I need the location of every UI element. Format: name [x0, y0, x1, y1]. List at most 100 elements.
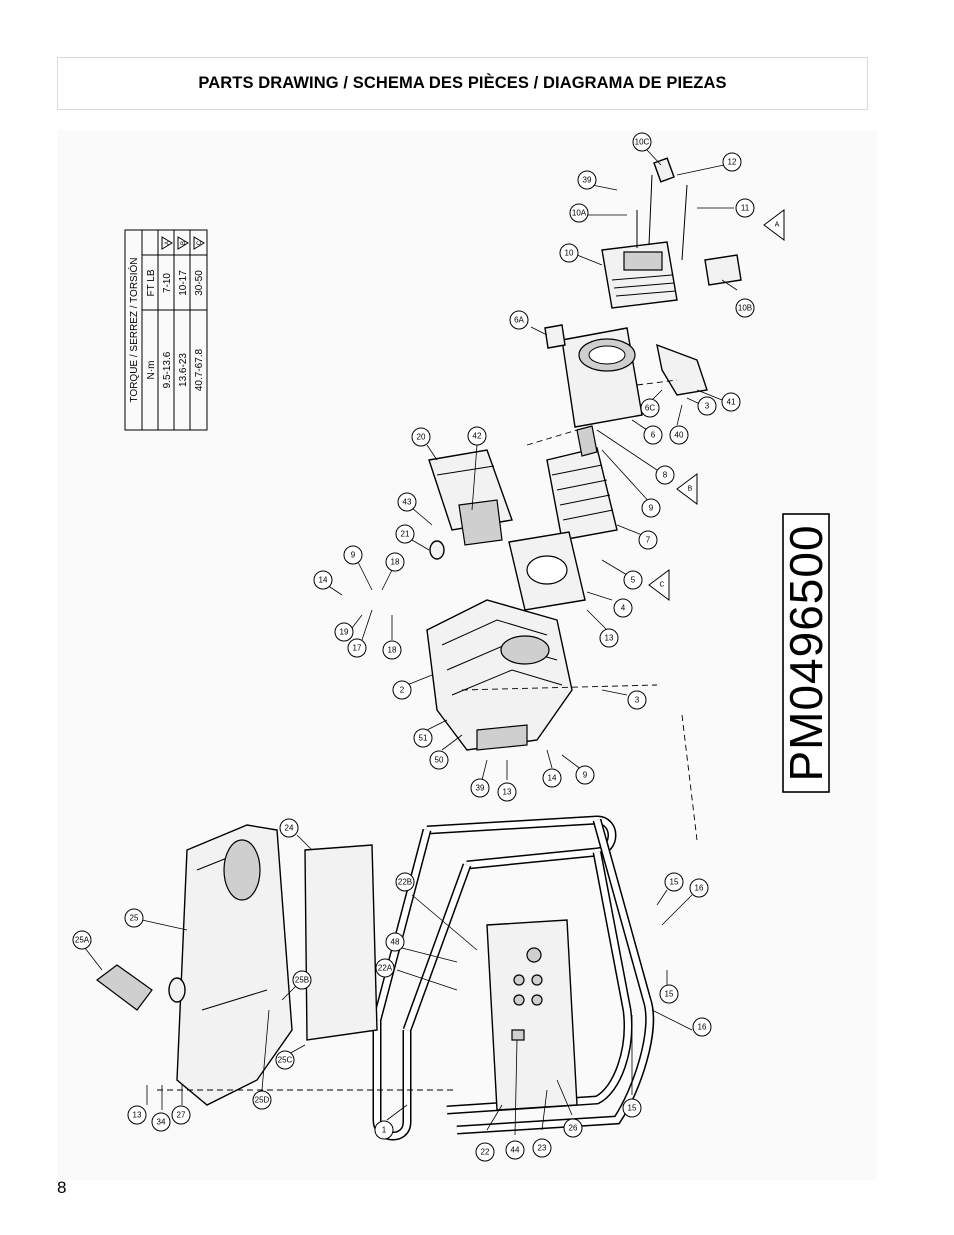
callout: 4: [586, 591, 633, 618]
callout: 10: [559, 243, 603, 266]
callout: 2: [392, 674, 433, 700]
callout-label: 15: [670, 878, 679, 887]
callout: 16: [661, 878, 709, 926]
callout-label: 34: [157, 1118, 166, 1127]
callout-label: 10: [565, 249, 574, 258]
callout: 25C: [275, 1044, 306, 1070]
callout-label: 18: [388, 646, 397, 655]
callout-label: 18: [391, 558, 400, 567]
callout-label: 15: [665, 990, 674, 999]
callout-label: 9: [351, 551, 356, 560]
callout-label: 13: [133, 1111, 142, 1120]
callout: 3: [601, 689, 647, 710]
tank-shroud: [304, 844, 378, 1041]
engine: [426, 599, 573, 751]
callout-label: 10A: [572, 209, 587, 218]
torque-row-ftlb: 30-50: [194, 270, 205, 296]
callout-label: 8: [663, 471, 668, 480]
callout: 7: [616, 524, 658, 550]
assembly-lines: [157, 379, 698, 1091]
callout: 22: [475, 1104, 503, 1162]
callout-label: 43: [403, 498, 412, 507]
torque-row-nm: 9.5-13.6: [162, 351, 173, 388]
page-title: PARTS DRAWING / SCHEMA DES PIÈCES / DIAG…: [198, 74, 727, 92]
callout-label: 7: [646, 536, 651, 545]
callout-label: 14: [548, 774, 557, 783]
callout: 6C: [640, 389, 663, 418]
torque-row-ftlb: 7-10: [162, 273, 173, 293]
callout-label: 16: [698, 1023, 707, 1032]
callout-label: 1: [382, 1126, 387, 1135]
fan-housing: [508, 531, 586, 611]
callout-label: 2: [400, 686, 405, 695]
callout-label: 50: [435, 756, 444, 765]
callout-label: 24: [285, 824, 294, 833]
callout: 17: [347, 609, 373, 658]
callout: 42: [467, 426, 487, 511]
model-code-box: PM0496500: [780, 513, 832, 793]
callout: 51: [413, 719, 448, 748]
callout: 48: [385, 932, 458, 963]
callout-label: 6: [651, 431, 656, 440]
callout-label: 6A: [514, 316, 524, 325]
callout: 14: [542, 749, 562, 788]
torque-mark-b-label: B: [688, 486, 693, 493]
callout: 15: [656, 872, 684, 906]
torque-row: A 7-10 9.5-13.6: [161, 236, 173, 388]
callout: 12: [676, 152, 742, 176]
air-filter: [428, 449, 513, 560]
torque-row-ftlb: 10-17: [178, 270, 189, 296]
callout-label: 13: [503, 788, 512, 797]
callout: 13: [127, 1085, 148, 1125]
callout-label: 12: [728, 158, 737, 167]
callout: 22A: [375, 958, 458, 991]
torque-table: TORQUE / SERREZ / TORSIÓN FT LB N·m A 7-…: [124, 229, 208, 431]
generator-stator: [544, 324, 708, 428]
callout: 34: [151, 1085, 171, 1132]
torque-row-mark: B: [181, 241, 187, 245]
callout: 1: [374, 1104, 408, 1140]
parts-drawing: TORQUE / SERREZ / TORSIÓN FT LB N·m A 7-…: [57, 130, 877, 1180]
callout: 21: [395, 524, 430, 551]
section-header: PARTS DRAWING / SCHEMA DES PIÈCES / DIAG…: [57, 57, 868, 110]
callout: 22B: [395, 872, 478, 951]
callout: 40: [669, 404, 689, 445]
callout: 18: [382, 615, 402, 660]
parts-drawing-svg: TORQUE / SERREZ / TORSIÓN FT LB N·m A 7-…: [72, 132, 832, 1162]
callout: 6A: [509, 310, 548, 336]
callout-label: 10C: [635, 138, 650, 147]
callout: 11: [697, 198, 755, 218]
callout: 6: [631, 419, 663, 445]
callout: 25A: [72, 930, 103, 971]
callout-label: 44: [511, 1146, 520, 1155]
callout: 41: [696, 389, 741, 412]
callout-label: 51: [419, 734, 428, 743]
callout-label: 3: [635, 696, 640, 705]
model-code: PM0496500: [780, 524, 832, 781]
callout: 27: [171, 1085, 191, 1125]
torque-mark-c-label: C: [659, 582, 664, 589]
torque-mark-c: C: [648, 569, 670, 601]
callout-label: 27: [177, 1111, 186, 1120]
callout-label: 25C: [278, 1056, 293, 1065]
torque-row: B 10-17 13.6-23: [177, 236, 189, 387]
callout: 3: [686, 396, 717, 416]
frame: [372, 815, 655, 1141]
callout-label: 10B: [738, 304, 752, 313]
callout: 25: [124, 908, 188, 931]
callout-label: 39: [476, 784, 485, 793]
callout: 9: [561, 754, 595, 785]
callout: 9: [601, 449, 661, 518]
callout-label: 13: [605, 634, 614, 643]
callout: 25B: [281, 970, 312, 1001]
callout: 15: [659, 970, 679, 1004]
callout-label: 3: [705, 402, 710, 411]
callout: 10C: [632, 132, 662, 166]
callout-label: 26: [569, 1124, 578, 1133]
callout: 19: [334, 614, 363, 642]
callout-label: 4: [621, 604, 626, 613]
callout: 26: [556, 1079, 583, 1138]
page-number: 8: [57, 1178, 67, 1197]
callout: 23: [532, 1089, 552, 1158]
callout: 50: [429, 734, 463, 770]
